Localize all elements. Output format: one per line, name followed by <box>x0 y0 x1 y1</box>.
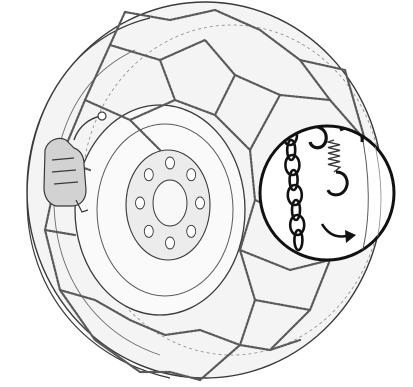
lug-hole <box>166 237 175 249</box>
detail-inset <box>260 125 394 262</box>
lug-hole <box>187 169 196 181</box>
lug-hole <box>144 225 153 237</box>
tensioner-handle <box>98 112 106 120</box>
wheel <box>75 105 245 315</box>
lug-hole <box>166 157 175 169</box>
inset-frame <box>260 126 394 260</box>
lug-hole <box>196 197 205 209</box>
lug-hole <box>136 197 145 209</box>
lug-hole <box>144 169 153 181</box>
hub-center <box>153 180 187 226</box>
lug-hole <box>187 225 196 237</box>
